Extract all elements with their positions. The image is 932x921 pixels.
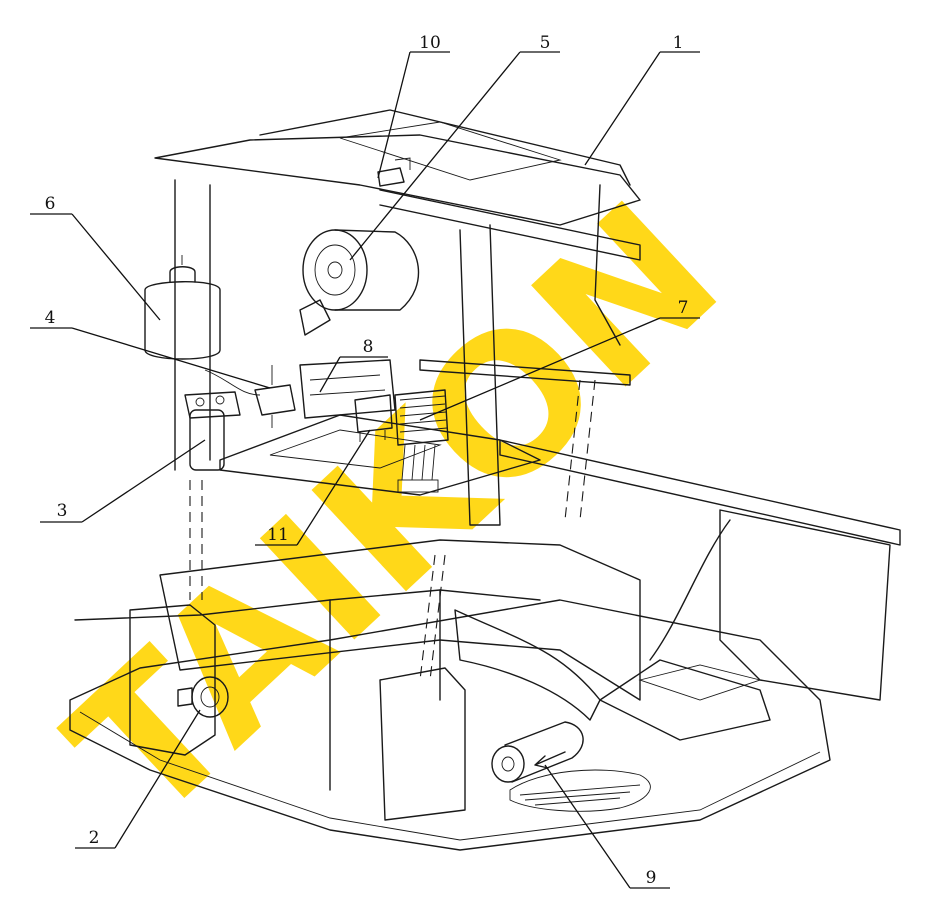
lower-frame [74,509,891,821]
leader-1 [584,51,700,166]
callout-8: 8 [363,337,374,357]
leader-4 [30,327,271,389]
component-8-terminal [299,359,396,419]
callout-2: 2 [89,828,100,848]
component-3-pump [184,391,241,471]
leader-10 [377,51,450,179]
leader-6 [30,213,161,321]
callout-3: 3 [57,501,68,521]
right-rails [419,359,901,546]
hidden-lines [189,379,596,681]
callout-5: 5 [540,33,551,53]
leader-8 [319,356,388,393]
component-11-block [354,394,393,442]
leader-11 [255,429,371,546]
leader-3 [40,439,206,523]
callout-11: 11 [267,525,289,545]
component-9-roller [491,721,584,783]
component-10-fitting [377,157,411,187]
callout-labels: 10 5 1 6 4 7 8 3 11 2 9 [45,33,689,888]
component-6-tank [144,255,221,360]
watermark: TAIKON [30,161,760,863]
leader-9 [544,764,670,889]
callout-4: 4 [45,308,56,328]
leader-5 [349,51,560,261]
leader-7 [419,317,700,421]
leader-lines [30,51,700,889]
component-4-filter [204,365,296,428]
callout-9: 9 [646,868,657,888]
callout-7: 7 [678,298,689,318]
watermark-text: TAIKON [30,161,760,863]
component-2-encoder [177,676,229,718]
leader-2 [75,709,201,849]
callout-6: 6 [45,194,56,214]
component-7-regulator [394,389,449,493]
component-5-motor [299,229,420,336]
callout-10: 10 [419,33,441,53]
callout-1: 1 [673,33,684,53]
